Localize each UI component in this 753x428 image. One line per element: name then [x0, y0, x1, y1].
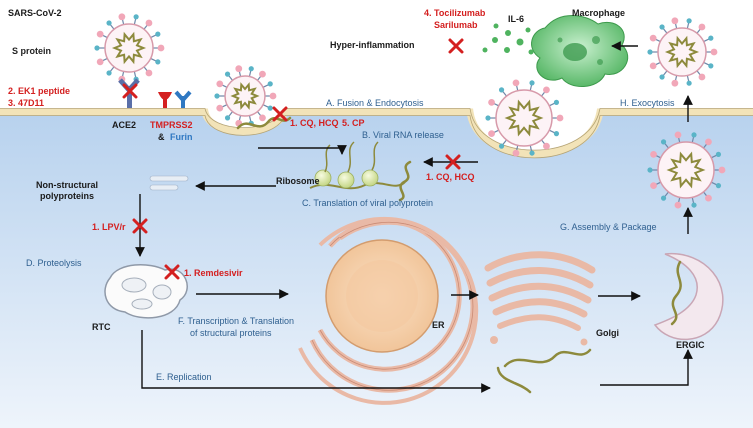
- virus-particles: [94, 13, 726, 209]
- endoplasmic-reticulum: [298, 216, 479, 405]
- nsp-label-line2: polyproteins: [40, 191, 95, 201]
- tocilizumab-label: 4. Tocilizumab: [424, 8, 486, 18]
- virus-endocytosis: [214, 65, 277, 127]
- ek1-peptide-label: 2. EK1 peptide: [8, 86, 71, 96]
- furin-receptor: [174, 90, 192, 108]
- ergic-label: ERGIC: [676, 340, 705, 350]
- rtc-vesicle: [104, 264, 188, 319]
- virus-budding: [485, 79, 564, 157]
- ace2-label: ACE2: [112, 120, 137, 130]
- tmprss2-label: TMPRSS2: [150, 120, 193, 130]
- furin-label: Furin: [170, 132, 193, 142]
- virus-vesicle: [647, 131, 726, 209]
- s-protein-label: S protein: [12, 46, 52, 56]
- golgi-apparatus: [484, 251, 596, 346]
- tmprss2-receptor: [158, 92, 172, 108]
- nsp-label-line1: Non-structural: [36, 180, 99, 190]
- flow-arrows: [135, 41, 693, 393]
- step-h-label: H. Exocytosis: [620, 98, 675, 108]
- virus-extracellular: [94, 13, 165, 83]
- virus-label: SARS-CoV-2: [8, 8, 62, 18]
- cp-label: 5. CP: [342, 118, 365, 128]
- step-d-label: D. Proteolysis: [26, 258, 82, 268]
- il6-label: IL-6: [508, 14, 525, 24]
- il6-cytokines: [482, 23, 534, 55]
- step-e-label: E. Replication: [156, 372, 212, 382]
- step-a-label: A. Fusion & Endocytosis: [326, 98, 424, 108]
- cq-hcq-label-1: 1. CQ, HCQ: [290, 118, 339, 128]
- virus-exocytosed: [647, 17, 718, 87]
- hyper-inflammation-label: Hyper-inflammation: [330, 40, 415, 50]
- polyprotein-bars: [149, 175, 189, 191]
- golgi-label: Golgi: [596, 328, 619, 338]
- ribosomes: [309, 141, 406, 190]
- inhibition-marks: [122, 38, 464, 280]
- plasma-membrane: [0, 108, 753, 158]
- step-b-label: B. Viral RNA release: [362, 130, 444, 140]
- step-f-label-line1: F. Transcription & Translation: [178, 316, 295, 326]
- sarilumab-label: Sarilumab: [434, 20, 478, 30]
- step-f-label-line2: of structural proteins: [190, 328, 272, 338]
- rtc-label: RTC: [92, 322, 111, 332]
- ribosome-label: Ribosome: [276, 176, 320, 186]
- remdesivir-label: 1. Remdesivir: [184, 268, 243, 278]
- macrophage-label: Macrophage: [572, 8, 626, 18]
- amp-label: &: [158, 132, 165, 142]
- step-g-label: G. Assembly & Package: [560, 222, 657, 232]
- cq-hcq-label-2: 1. CQ, HCQ: [426, 172, 475, 182]
- viral-rna: [236, 116, 682, 394]
- step-c-label: C. Translation of viral polyprotein: [302, 198, 434, 208]
- ergic-compartment: [653, 253, 724, 341]
- lpv-label: 1. LPV/r: [92, 222, 126, 232]
- er-label: ER: [432, 320, 445, 330]
- ab-47d11-label: 3. 47D11: [8, 98, 45, 108]
